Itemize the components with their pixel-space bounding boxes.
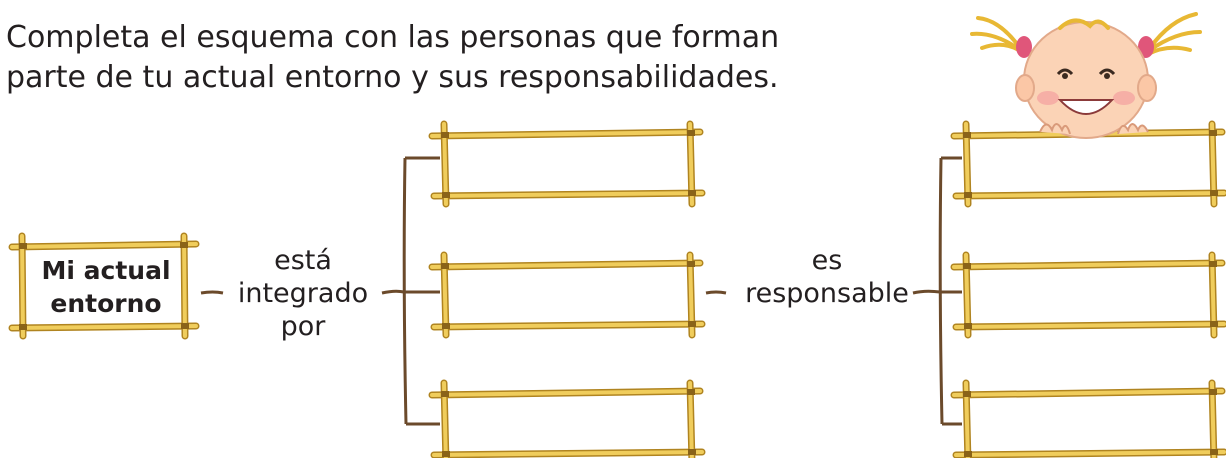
connector1-line-2: integrado	[237, 278, 369, 309]
connector1-line-3: por	[280, 311, 326, 342]
member-slot-1[interactable]	[452, 142, 688, 186]
instruction-text: Completa el esquema con las personas que…	[6, 20, 780, 95]
connector2-line-2: responsable	[745, 278, 909, 309]
responsibility-slot-1[interactable]	[974, 142, 1210, 186]
member-slot-3[interactable]	[452, 401, 688, 445]
root-line-2: entorno	[50, 289, 162, 318]
connector-brace2-dash	[912, 289, 941, 295]
connector-members-dash	[705, 290, 727, 295]
connector-root-dash	[200, 290, 224, 295]
girl-mascot-icon	[970, 12, 1202, 139]
responsibility-slot-3[interactable]	[974, 401, 1210, 445]
root-node: Mi actual entorno	[22, 254, 190, 320]
connector-label-responsable: es responsable	[742, 244, 912, 310]
connector-brace1-dash	[381, 289, 405, 295]
bracket-responsibilities	[938, 156, 962, 426]
member-slot-2[interactable]	[452, 273, 688, 317]
connector2-line-1: es	[811, 245, 843, 276]
connector1-line-1: está	[274, 245, 332, 276]
responsibility-slot-2[interactable]	[974, 273, 1210, 317]
root-line-1: Mi actual	[41, 256, 171, 285]
connector-label-integrado: está integrado por	[226, 244, 380, 343]
bracket-members	[402, 156, 440, 426]
